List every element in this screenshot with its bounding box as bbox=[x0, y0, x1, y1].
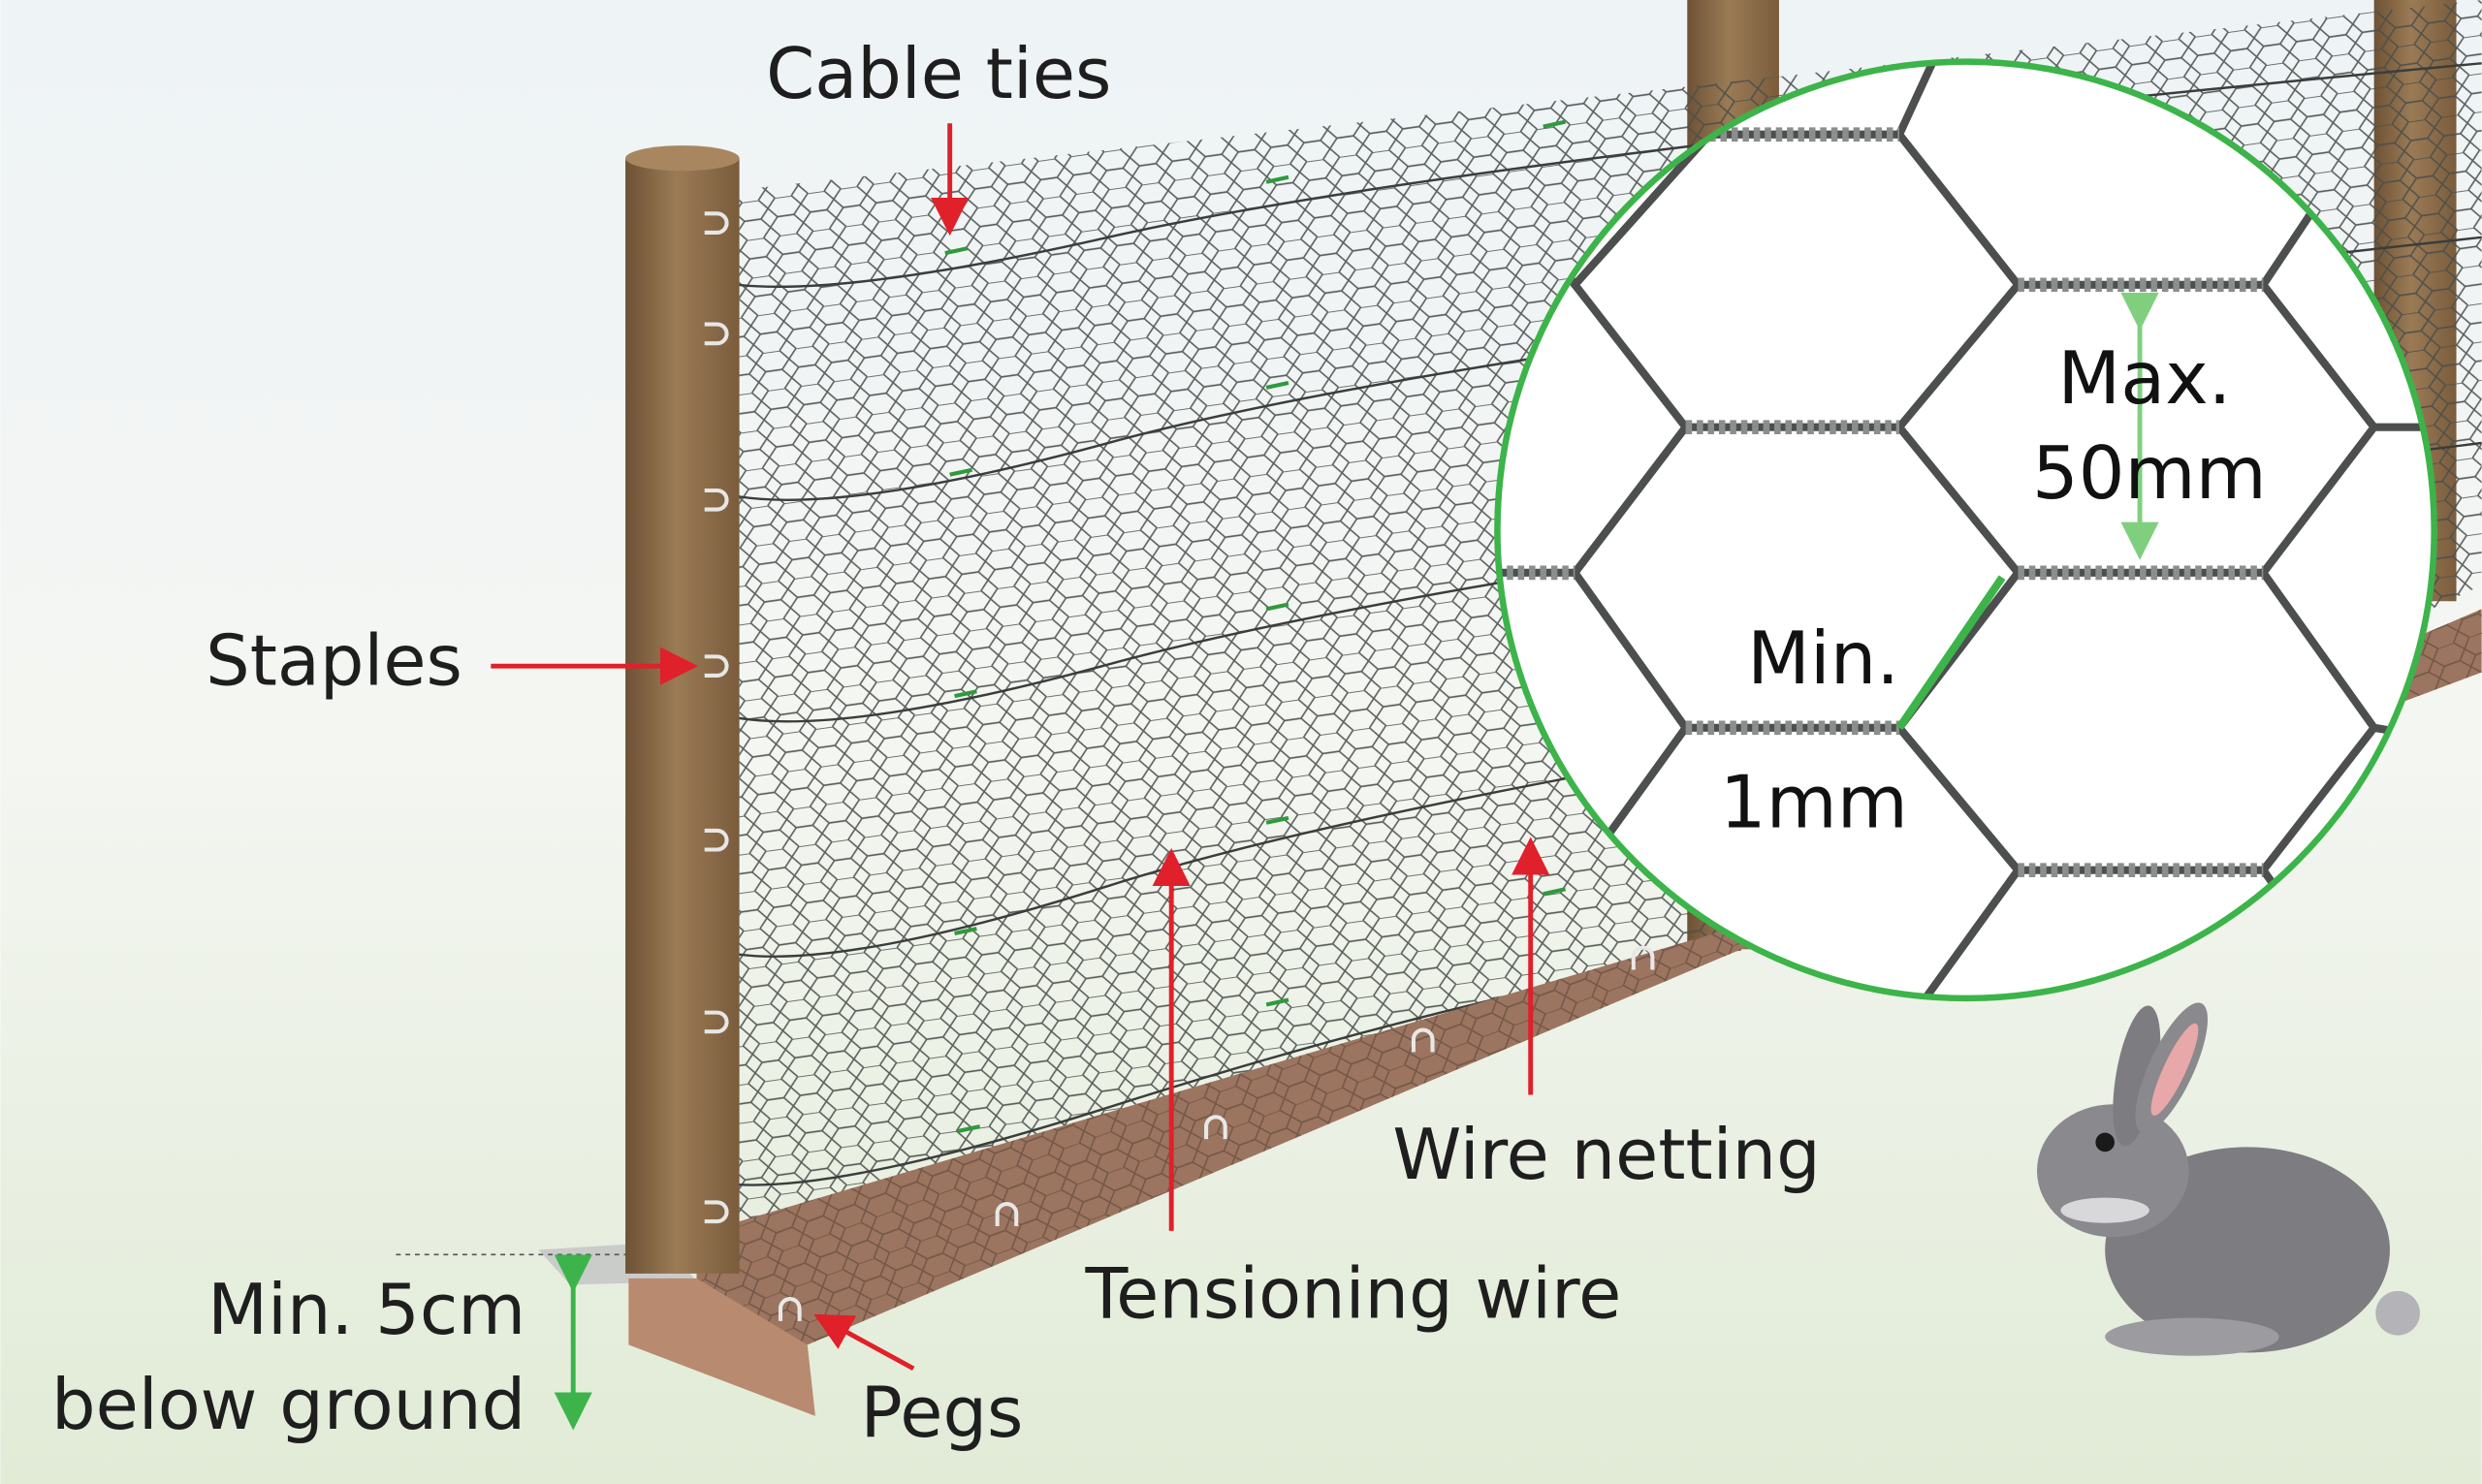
magnifier-border bbox=[1494, 58, 2437, 1002]
cable-ties bbox=[944, 119, 1567, 1134]
min-label-1: Min. bbox=[1747, 616, 1899, 701]
depth-label-line2: below ground bbox=[51, 1364, 525, 1445]
callout-arrows bbox=[491, 123, 1550, 1371]
cable-ties-label: Cable ties bbox=[766, 33, 1111, 114]
rabbit-illustration bbox=[2036, 1002, 2420, 1356]
depth-label-line1: Min. 5cm bbox=[207, 1269, 525, 1350]
buried-netting-mesh bbox=[696, 609, 2482, 1345]
max-label-2: 50mm bbox=[2032, 430, 2267, 516]
pegs-label: Pegs bbox=[861, 1372, 1024, 1453]
staples bbox=[704, 211, 729, 1224]
post-top bbox=[625, 145, 740, 172]
wire-netting-label: Wire netting bbox=[1392, 1114, 1820, 1195]
pegs bbox=[778, 945, 1655, 1321]
tensioning-wire-label: Tensioning wire bbox=[1085, 1253, 1622, 1335]
max-label-1: Max. bbox=[2057, 335, 2231, 421]
staples-label: Staples bbox=[206, 620, 462, 702]
min-label-2: 1mm bbox=[1720, 760, 1908, 845]
mesh-detail-magnifier: Max. 50mm Min. 1mm bbox=[1494, 58, 2437, 1002]
wire-thickness-highlight bbox=[1895, 575, 2006, 731]
trench-face bbox=[628, 1278, 815, 1416]
